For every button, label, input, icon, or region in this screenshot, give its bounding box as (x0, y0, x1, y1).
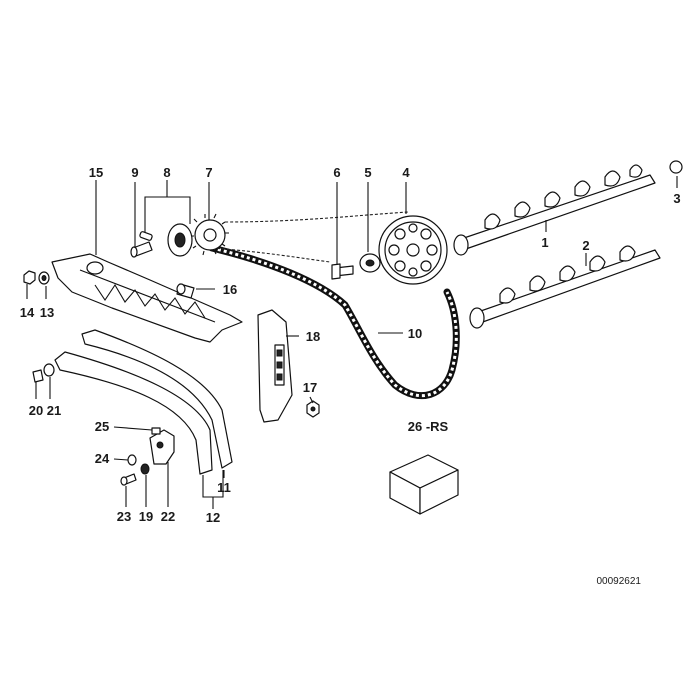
label-21: 21 (47, 403, 61, 418)
label-5: 5 (364, 165, 371, 180)
label-24: 24 (95, 451, 110, 466)
label-23: 23 (117, 509, 131, 524)
label-20: 20 (29, 403, 43, 418)
label-7: 7 (205, 165, 212, 180)
label-14: 14 (20, 305, 35, 320)
camshaft-1 (453, 164, 656, 256)
label-3: 3 (673, 191, 680, 206)
label-13: 13 (40, 305, 54, 320)
pin-25 (151, 427, 161, 435)
plug-3 (669, 160, 683, 174)
nut-14 (23, 270, 36, 285)
nut-17 (306, 400, 320, 418)
leader-lines (26, 176, 678, 509)
part-20 (32, 369, 44, 383)
dowel-pin (176, 283, 195, 299)
bolt-9 (130, 241, 153, 258)
chain-guide-rail (51, 253, 243, 343)
washer-5 (359, 253, 381, 273)
label-15: 15 (89, 165, 103, 180)
label-8: 8 (163, 165, 170, 180)
sprocket-hub (139, 223, 193, 257)
bolt-23 (120, 473, 137, 486)
chain-tensioner (257, 309, 293, 423)
label-22: 22 (161, 509, 175, 524)
label-18: 18 (306, 329, 320, 344)
timing-chain (208, 211, 460, 400)
ring-24 (127, 454, 137, 466)
label-1: 1 (541, 235, 548, 250)
sprocket-small (190, 213, 229, 256)
camshaft-sprocket (378, 215, 448, 285)
label-26-rs: 26 -RS (408, 419, 449, 434)
washer-19 (140, 463, 150, 475)
label-16: 16 (223, 282, 237, 297)
label-2: 2 (582, 238, 589, 253)
bracket-22 (149, 429, 175, 465)
washer-21 (43, 363, 55, 377)
label-9: 9 (131, 165, 138, 180)
drawing-code: 00092621 (597, 576, 642, 587)
label-12: 12 (206, 510, 220, 525)
camshaft-2 (469, 245, 661, 329)
label-6: 6 (333, 165, 340, 180)
washer-13 (38, 271, 50, 285)
bolt-6 (331, 263, 354, 280)
guide-rail-12 (54, 351, 213, 475)
label-4: 4 (402, 165, 410, 180)
label-10: 10 (408, 326, 422, 341)
label-19: 19 (139, 509, 153, 524)
label-17: 17 (303, 380, 317, 395)
guide-rail-11 (81, 329, 233, 469)
label-11: 11 (217, 480, 231, 495)
label-25: 25 (95, 419, 109, 434)
repair-kit-box (389, 454, 459, 515)
